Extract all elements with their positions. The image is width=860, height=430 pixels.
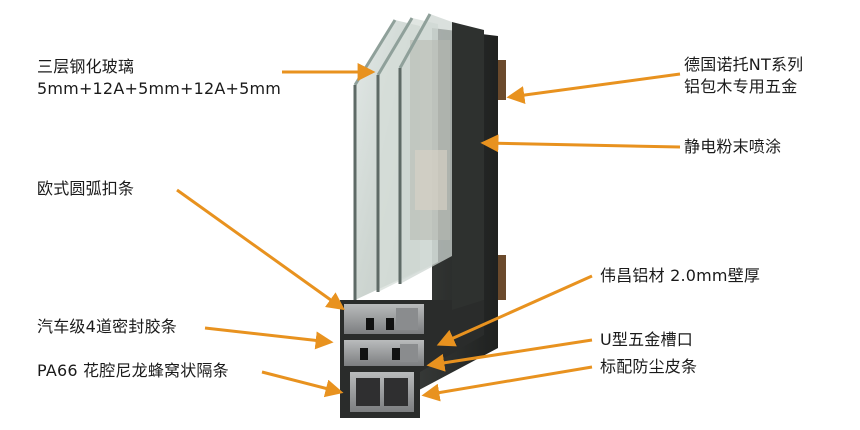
arrow-hardware (506, 72, 681, 104)
arrow-gasket (204, 326, 334, 350)
arrow-dust-strip (421, 365, 593, 402)
arrow-thermal-break (261, 370, 344, 398)
label-hardware-brand: 德国诺托NT系列 (684, 55, 804, 74)
hinge-hardware (498, 60, 506, 100)
arrow-aluminum-profile (436, 274, 593, 347)
label-dust-strip: 标配防尘皮条 (600, 357, 698, 376)
label-hardware: 德国诺托NT系列 铝包木专用五金 (684, 54, 803, 98)
arrow-arc-bead (176, 188, 345, 311)
arrow-u-groove (426, 338, 593, 372)
label-aluminum-profile: 伟昌铝材 2.0mm壁厚 (600, 266, 761, 285)
aluminum-profile-section (340, 300, 484, 418)
hinge-hardware-lower (498, 255, 506, 300)
label-u-groove: U型五金槽口 (600, 330, 693, 349)
label-glass-title: 三层钢化玻璃 (37, 57, 135, 76)
triple-glazing (353, 13, 484, 312)
callout-arrows (176, 63, 681, 402)
label-glass-spec: 5mm+12A+5mm+12A+5mm (37, 79, 282, 98)
label-hardware-type: 铝包木专用五金 (684, 77, 798, 96)
label-arc-bead: 欧式圆弧扣条 (37, 179, 135, 198)
label-thermal-break: PA66 花腔尼龙蜂窝状隔条 (37, 361, 229, 380)
arrow-powder-coat (480, 134, 681, 153)
label-glass-layers: 三层钢化玻璃 5mm+12A+5mm+12A+5mm (37, 56, 281, 100)
label-gasket: 汽车级4道密封胶条 (37, 317, 177, 336)
label-powder-coat: 静电粉末喷涂 (684, 137, 782, 156)
